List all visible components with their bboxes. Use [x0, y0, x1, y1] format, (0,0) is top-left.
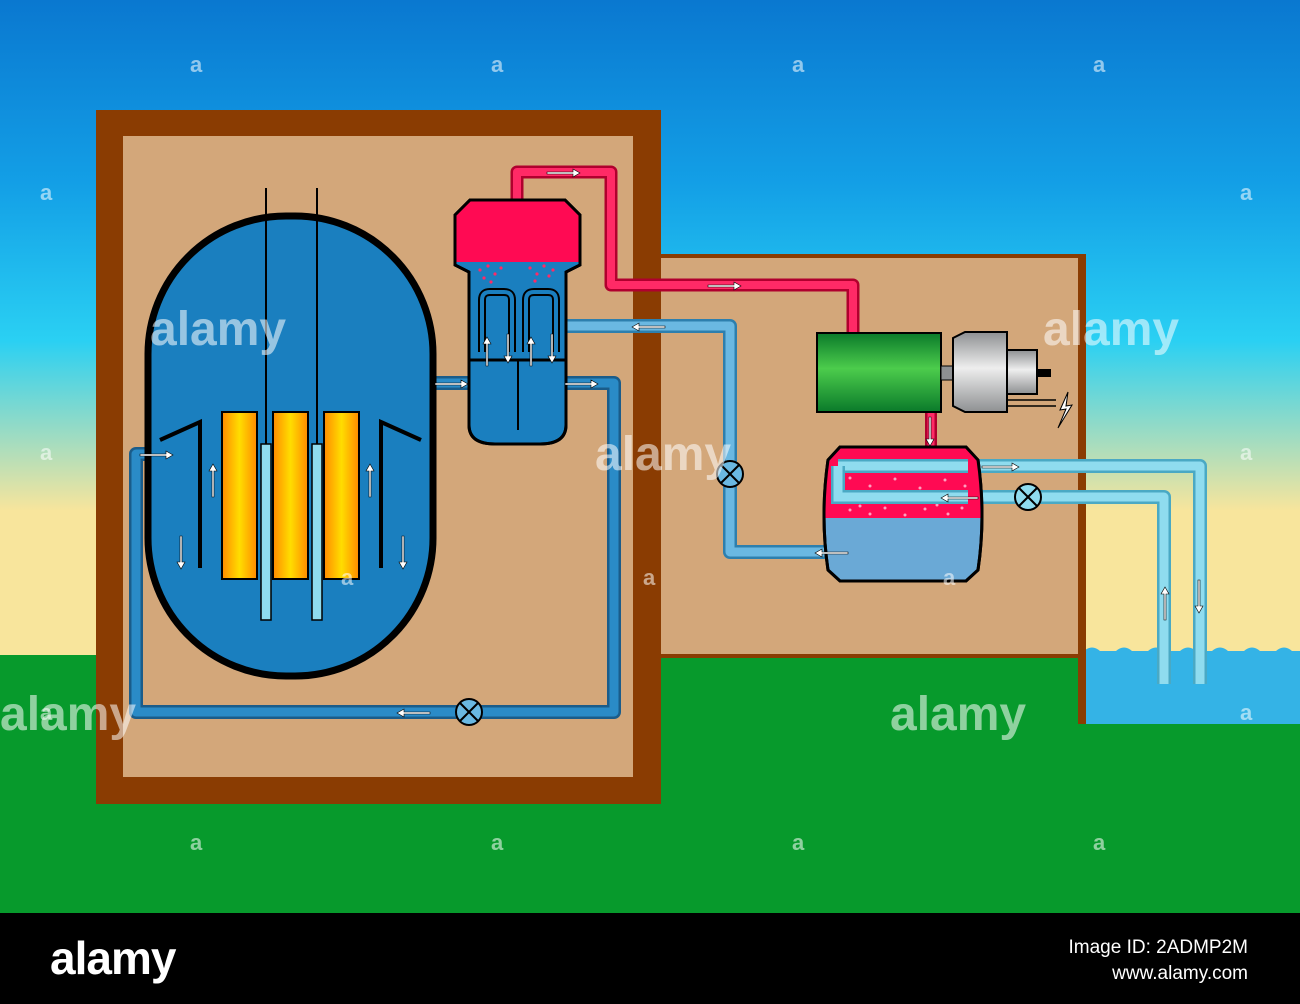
svg-text:alamy: alamy	[1043, 303, 1179, 356]
steam-generator	[453, 198, 582, 446]
building-wall-pier	[1078, 254, 1086, 724]
arrow-right-icon	[139, 450, 174, 460]
svg-text:a: a	[190, 52, 203, 77]
reactor-vessel	[144, 188, 437, 680]
arrow-right-icon	[981, 462, 1020, 472]
arrow-down-icon	[925, 416, 935, 447]
footer-logo: alamy	[50, 932, 176, 984]
flow-arrows	[139, 168, 1204, 718]
svg-text:a: a	[1240, 180, 1253, 205]
svg-text:a: a	[1093, 830, 1106, 855]
svg-text:a: a	[1093, 52, 1106, 77]
generator	[952, 331, 1056, 413]
site-url: www.alamy.com	[1112, 963, 1248, 984]
svg-text:a: a	[40, 700, 53, 725]
arrow-right-icon	[546, 168, 581, 178]
svg-text:alamy: alamy	[150, 303, 286, 356]
arrow-down-icon	[398, 535, 408, 570]
svg-text:alamy: alamy	[0, 688, 136, 741]
turbine	[816, 332, 942, 413]
footer-info: Image ID: 2ADMP2M www.alamy.com	[1069, 935, 1249, 987]
arrow-left-icon	[940, 493, 979, 503]
arrow-up-icon	[1160, 586, 1170, 621]
svg-text:a: a	[1240, 440, 1253, 465]
fuel-assembly	[272, 411, 309, 580]
svg-text:a: a	[943, 565, 956, 590]
arrow-down-icon	[547, 333, 557, 364]
image-id: Image ID: 2ADMP2M	[1068, 937, 1249, 958]
arrow-right-icon	[707, 281, 742, 291]
svg-text:a: a	[190, 830, 203, 855]
arrow-down-icon	[503, 333, 513, 364]
primary-pump-icon	[455, 698, 483, 726]
arrow-left-icon	[631, 322, 666, 332]
svg-text:a: a	[491, 830, 504, 855]
control-rod	[311, 443, 323, 621]
svg-text:a: a	[643, 565, 656, 590]
arrow-right-icon	[434, 379, 469, 389]
arrow-up-icon	[208, 463, 218, 498]
arrow-left-icon	[814, 548, 849, 558]
footer-bar: alamy Image ID: 2ADMP2M www.alamy.com	[0, 913, 1300, 1004]
svg-text:a: a	[491, 52, 504, 77]
svg-text:a: a	[792, 830, 805, 855]
sea	[1084, 647, 1300, 724]
arrow-down-icon	[1194, 579, 1204, 614]
arrow-up-icon	[365, 463, 375, 498]
svg-text:a: a	[1240, 700, 1253, 725]
svg-text:a: a	[40, 180, 53, 205]
steam-bubbles	[478, 264, 555, 284]
arrow-up-icon	[526, 336, 536, 367]
alamy-a-icon: a a a a a a a a a a a a a a a a a	[40, 52, 1253, 855]
condenser-cooling-tubes	[831, 459, 968, 504]
arrow-left-icon	[396, 708, 431, 718]
turbine-shaft	[940, 365, 954, 381]
arrow-down-icon	[176, 535, 186, 570]
svg-text:alamy: alamy	[595, 428, 731, 481]
electricity-bolt-icon	[1057, 391, 1073, 429]
svg-text:alamy: alamy	[890, 688, 1026, 741]
control-rod	[260, 443, 272, 621]
arrow-up-icon	[482, 336, 492, 367]
condenser-bubbles	[848, 476, 967, 517]
svg-text:a: a	[40, 440, 53, 465]
fuel-assembly	[221, 411, 258, 580]
svg-text:a: a	[792, 52, 805, 77]
feedwater-pump-icon	[716, 460, 744, 488]
cooling-pump-icon	[1014, 483, 1042, 511]
arrow-right-icon	[564, 379, 599, 389]
svg-text:a: a	[341, 565, 354, 590]
fuel-assembly	[323, 411, 360, 580]
